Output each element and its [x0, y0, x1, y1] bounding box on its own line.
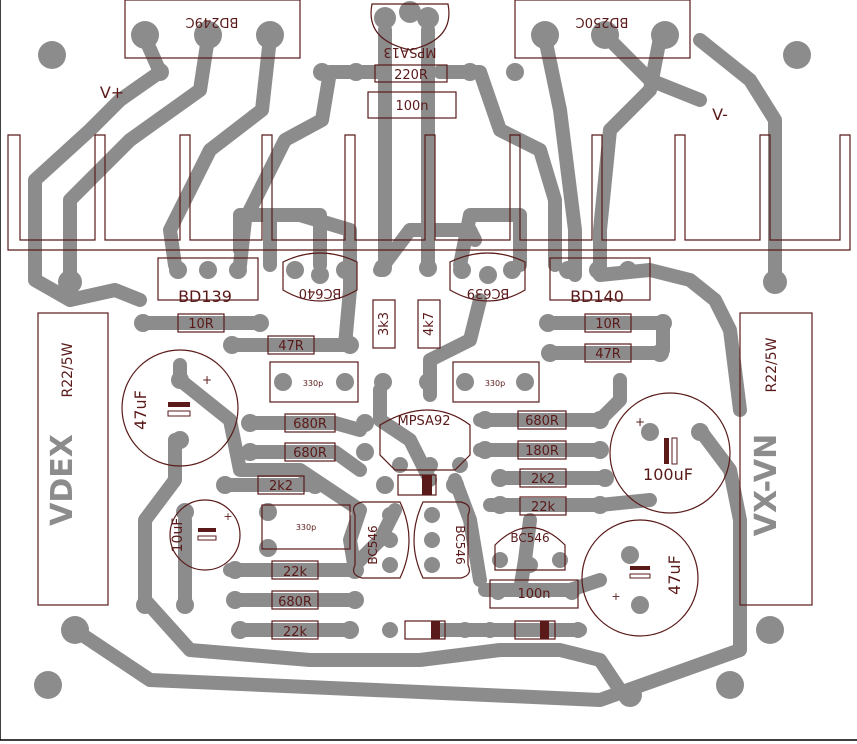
label-22k-right: 22k	[531, 500, 556, 515]
label-brand-left: VDEX	[45, 434, 80, 526]
label-v-minus: V-	[712, 105, 728, 124]
label-680r-a: 680R	[293, 417, 327, 432]
label-47r-left: 47R	[278, 339, 304, 354]
label-plus-100uf: +	[635, 415, 645, 429]
label-680r-c: 680R	[278, 595, 312, 610]
label-47uf-left: 47uF	[131, 390, 150, 430]
label-180r: 180R	[525, 444, 559, 459]
label-bd249c: BD249C	[186, 14, 239, 29]
heatsink-outline	[7, 134, 851, 251]
label-10uf: 10uF	[170, 518, 186, 553]
label-bd140: BD140	[570, 287, 624, 306]
label-bc639: BC639	[467, 285, 510, 300]
silkscreen-labels: BD249C BD250C MPSA13 220R 100n V+ V- BD1…	[45, 14, 784, 640]
label-bd250c: BD250C	[576, 14, 629, 29]
label-mpsa92: MPSA92	[398, 414, 451, 429]
label-47r-right: 47R	[595, 347, 621, 362]
label-bc546-c: BC546	[510, 531, 549, 545]
copper-pads	[34, 1, 811, 707]
label-680r-right: 680R	[525, 414, 559, 429]
label-2k2-left: 2k2	[269, 479, 293, 494]
label-4k7: 4k7	[422, 312, 437, 336]
label-330p-c: 330p	[296, 523, 316, 532]
label-680r-b: 680R	[293, 446, 327, 461]
label-plus-47uf-left: +	[202, 373, 212, 387]
label-10r-right: 10R	[595, 317, 621, 332]
label-bd139: BD139	[178, 287, 232, 306]
polarity-marks	[167, 402, 678, 639]
label-220r: 220R	[394, 68, 428, 83]
label-r22-left: R22/5W	[60, 342, 76, 397]
label-mpsa13: MPSA13	[384, 44, 437, 59]
label-22k-b: 22k	[283, 625, 308, 640]
label-plus-10uf: +	[223, 510, 232, 523]
label-330p-a: 330p	[303, 379, 323, 388]
label-r22-right: R22/5W	[764, 337, 780, 392]
label-100uf: 100uF	[643, 465, 693, 484]
label-10r-left: 10R	[188, 317, 214, 332]
label-plus-47uf-right: +	[611, 590, 620, 603]
label-v-plus: V+	[100, 83, 124, 102]
label-22k-a: 22k	[283, 565, 308, 580]
label-3k3: 3k3	[377, 312, 392, 336]
label-bc546-a: BC546	[366, 525, 380, 564]
label-brand-right: VX-VN	[749, 434, 784, 537]
label-100n-bottom: 100n	[517, 587, 550, 602]
label-100n-top: 100n	[395, 99, 428, 114]
label-bc640: BC640	[299, 285, 342, 300]
label-bc546-b: BC546	[453, 525, 467, 564]
label-2k2-right: 2k2	[531, 472, 555, 487]
label-330p-b: 330p	[485, 379, 505, 388]
label-47uf-right: 47uF	[665, 555, 684, 595]
